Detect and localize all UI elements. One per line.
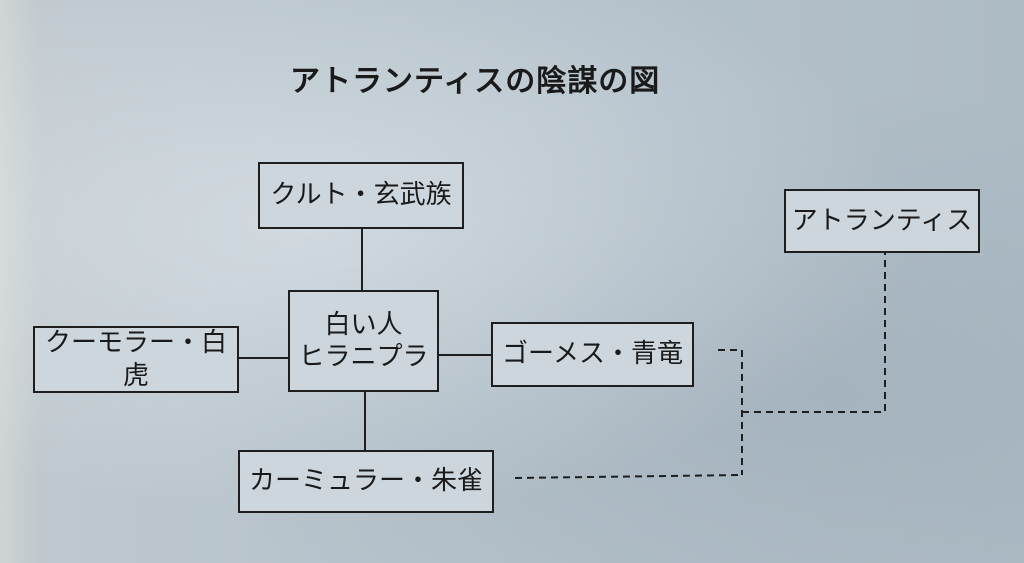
node-label: クーモラー・白虎 bbox=[44, 328, 227, 391]
node-atlantis: アトランティス bbox=[784, 189, 980, 253]
node-center: 白い人 ヒラニプラ bbox=[288, 290, 439, 392]
node-label: ヒラニプラ bbox=[298, 342, 429, 372]
node-label: クルト・玄武族 bbox=[270, 180, 452, 211]
node-kumora: クーモラー・白虎 bbox=[33, 326, 239, 393]
diagram-title: アトランティスの陰謀の図 bbox=[290, 64, 661, 99]
node-kuruto: クルト・玄武族 bbox=[258, 162, 464, 229]
node-label: ゴーメス・青竜 bbox=[502, 339, 683, 370]
dashed-kamyura-link bbox=[514, 474, 743, 479]
node-label: アトランティス bbox=[791, 205, 973, 236]
node-gomesu: ゴーメス・青竜 bbox=[491, 322, 694, 387]
node-label: カーミュラー・朱雀 bbox=[248, 466, 483, 497]
dashed-gomesu-link bbox=[718, 349, 743, 475]
node-kamyura: カーミュラー・朱雀 bbox=[238, 450, 494, 513]
node-label: 白い人 bbox=[324, 309, 403, 340]
dashed-atlantis-link bbox=[742, 252, 886, 413]
